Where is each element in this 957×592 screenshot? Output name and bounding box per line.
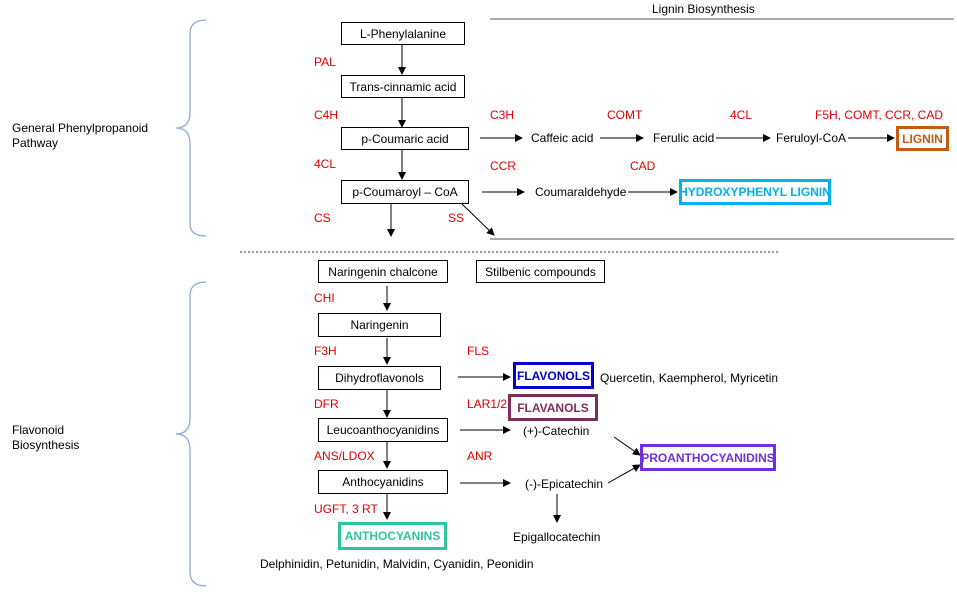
enzyme-ugft-3rt: UGFT, 3 RT	[314, 502, 378, 516]
arrow-coa-ss	[461, 203, 495, 236]
flavonols-compounds: Quercetin, Kaempherol, Myricetin	[600, 371, 779, 385]
enzyme-chi: CHI	[314, 291, 335, 305]
brace-flavonoid	[175, 281, 207, 587]
flavanols-box: FLAVANOLS	[508, 394, 598, 421]
coumaraldehyde: Coumaraldehyde	[535, 185, 627, 199]
lignin-product-box: LIGNIN	[896, 126, 949, 151]
proanthocyanidins-box: PROANTHOCYANIDINS	[640, 444, 776, 471]
enzyme-cs: CS	[314, 211, 331, 225]
enzyme-f5h-comt-ccr-cad: F5H, COMT, CCR, CAD	[815, 108, 944, 122]
anthocyanins-box: ANTHOCYANINS	[338, 522, 447, 550]
enzyme-pal: PAL	[314, 55, 336, 69]
epicatechin: (-)-Epicatechin	[525, 477, 604, 491]
lignin-biosynthesis-title: Lignin Biosynthesis	[652, 2, 755, 16]
brace-general	[175, 19, 207, 237]
anthocyanins-compounds: Delphinidin, Petunidin, Malvidin, Cyanid…	[260, 557, 534, 571]
epigallocatechin: Epigallocatechin	[513, 530, 601, 544]
enzyme-comt: COMT	[607, 108, 643, 122]
catechin: (+)-Catechin	[523, 424, 590, 438]
feruloyl-coa: Feruloyl-CoA	[776, 131, 847, 145]
naringenin-box: Naringenin	[318, 313, 441, 337]
enzyme-ccr: CCR	[490, 159, 516, 173]
anthocyanidins-box: Anthocyanidins	[318, 470, 448, 494]
p-coumaroyl-coa-box: p-Coumaroyl – CoA	[341, 180, 469, 204]
l-phenylalanine-box: L-Phenylalanine	[341, 22, 465, 45]
p-coumaric-acid-box: p-Coumaric acid	[341, 127, 469, 150]
enzyme-4cl-left: 4CL	[314, 157, 337, 171]
arrow-catechin-proantho	[613, 436, 641, 456]
arrow-epicatechin-proantho	[607, 464, 641, 484]
naringenin-chalcone-box: Naringenin chalcone	[318, 260, 448, 283]
flavonols-box: FLAVONOLS	[513, 362, 594, 389]
caffeic-acid: Caffeic acid	[531, 131, 594, 145]
leucoanthocyanidins-box: Leucoanthocyanidins	[318, 418, 448, 442]
enzyme-c3h: C3H	[490, 108, 515, 122]
enzyme-4cl-top: 4CL	[730, 108, 753, 122]
trans-cinnamic-acid-box: Trans-cinnamic acid	[341, 75, 465, 98]
enzyme-f3h: F3H	[314, 344, 337, 358]
enzyme-dfr: DFR	[314, 397, 339, 411]
dihydroflavonols-box: Dihydroflavonols	[318, 366, 441, 390]
enzyme-ans-ldox: ANS/LDOX	[314, 449, 375, 463]
enzyme-lar: LAR1/2	[467, 397, 508, 411]
general-pathway-label: General Phenylpropanoid Pathway	[12, 121, 149, 150]
enzyme-fls: FLS	[467, 344, 490, 358]
enzyme-c4h: C4H	[314, 108, 339, 122]
hydroxyphenyl-lignin-box: HYDROXYPHENYL LIGNIN	[679, 179, 831, 205]
enzyme-ss: SS	[448, 211, 465, 225]
enzyme-anr: ANR	[467, 449, 493, 463]
stilbenic-compounds-box: Stilbenic compounds	[476, 260, 605, 283]
flavonoid-biosynthesis-label: Flavonoid Biosynthesis	[12, 423, 80, 452]
ferulic-acid: Ferulic acid	[653, 131, 715, 145]
enzyme-cad: CAD	[630, 159, 656, 173]
